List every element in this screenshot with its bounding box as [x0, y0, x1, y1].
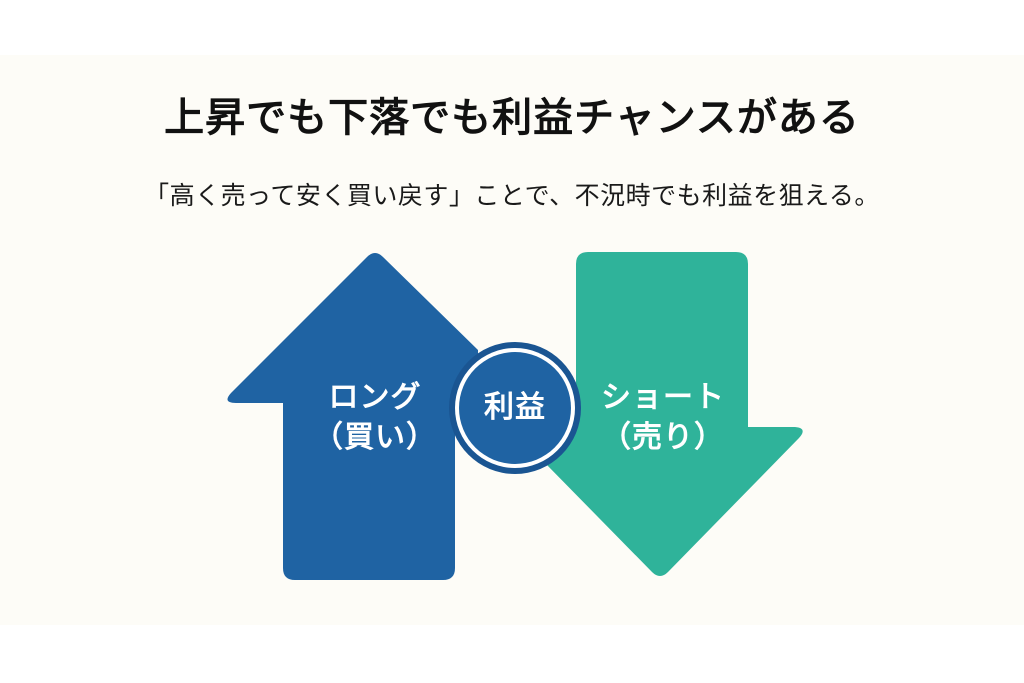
short-label-main: ショート: [601, 380, 725, 415]
long-label: ロング （買い）: [290, 378, 460, 458]
long-label-main: ロング: [328, 380, 422, 415]
profit-badge-label: 利益: [484, 390, 546, 425]
page-title: 上昇でも下落でも利益チャンスがある: [164, 95, 860, 141]
page-subtitle: 「高く売って安く買い戻す」ことで、不況時でも利益を狙える。: [144, 181, 880, 210]
background-panel: [0, 55, 1024, 625]
profit-badge-circle: [449, 342, 581, 474]
short-label: ショート （売り）: [578, 378, 748, 458]
long-label-sub: （買い）: [313, 420, 437, 455]
arrow-up-icon: [227, 253, 478, 580]
arrow-down-icon: [545, 252, 803, 576]
short-label-sub: （売り）: [601, 420, 725, 455]
